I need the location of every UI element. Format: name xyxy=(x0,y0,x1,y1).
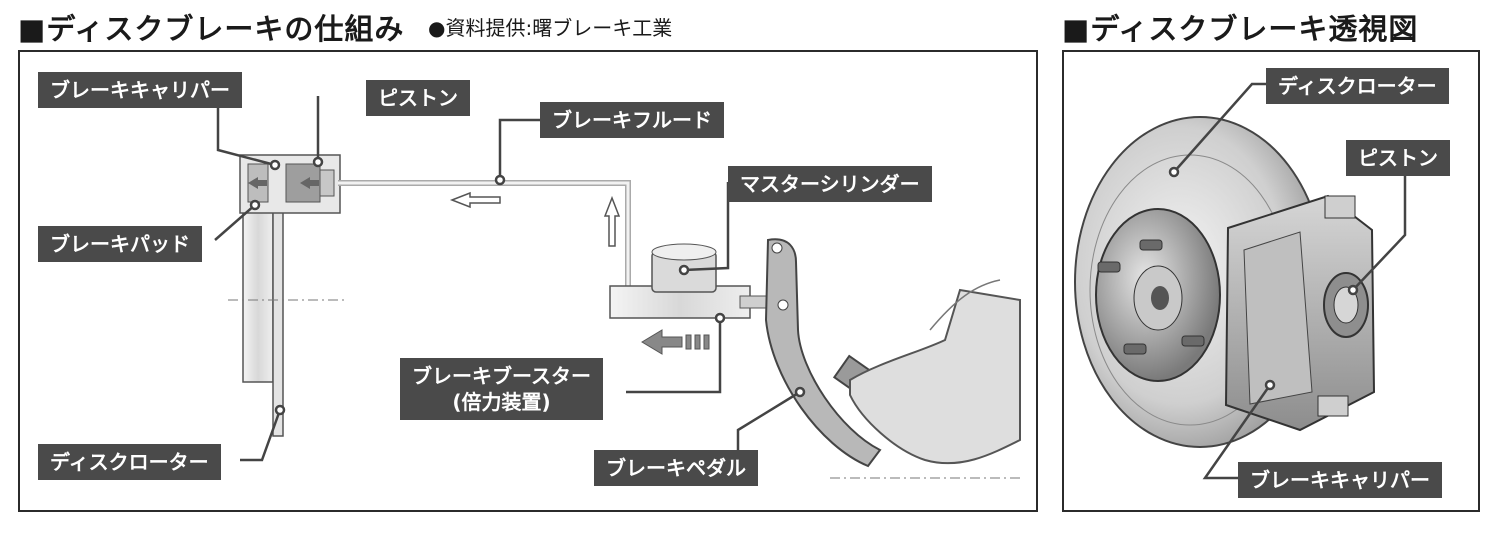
label-cutaway-disc-rotor: ディスクローター xyxy=(1266,68,1449,104)
label-brake-booster-line2: (倍力装置) xyxy=(452,390,551,414)
caliper-3d xyxy=(1224,194,1376,432)
label-disc-rotor: ディスクローター xyxy=(38,444,221,480)
label-master-cylinder: マスターシリンダー xyxy=(728,166,932,202)
left-title: ■ディスクブレーキの仕組み xyxy=(18,12,405,46)
master-cylinder xyxy=(609,243,775,319)
booster-arrow xyxy=(641,329,710,355)
label-cutaway-piston: ピストン xyxy=(1346,140,1450,176)
leader-lines-right xyxy=(1168,82,1407,480)
label-piston: ピストン xyxy=(366,80,470,116)
mechanism-diagram-panel xyxy=(18,50,1038,512)
label-brake-booster-line1: ブレーキブースター xyxy=(412,364,591,388)
label-brake-fluid: ブレーキフルード xyxy=(540,102,724,138)
right-title: ■ディスクブレーキ透視図 xyxy=(1062,12,1419,46)
credit-text: ●資料提供:曙ブレーキ工業 xyxy=(428,16,673,40)
rotor-disc-3d xyxy=(1074,116,1326,448)
label-cutaway-brake-caliper: ブレーキキャリパー xyxy=(1238,462,1442,498)
label-brake-pedal: ブレーキペダル xyxy=(594,450,758,486)
flow-arrows xyxy=(449,191,621,247)
label-brake-caliper: ブレーキキャリパー xyxy=(38,72,242,108)
label-brake-booster: ブレーキブースター (倍力装置) xyxy=(400,358,603,420)
driver-foot xyxy=(830,279,1021,479)
label-brake-pad: ブレーキパッド xyxy=(38,226,202,262)
